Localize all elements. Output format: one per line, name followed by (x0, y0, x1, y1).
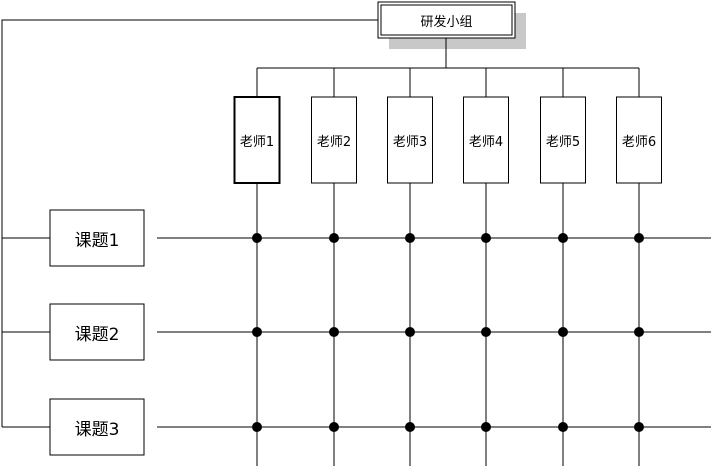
intersection-dot (252, 233, 262, 243)
intersection-dot (481, 422, 491, 432)
topic-group (2, 209, 711, 456)
intersection-dot (329, 422, 339, 432)
teacher-box (616, 96, 662, 184)
teacher-box (463, 96, 509, 184)
intersection-dot (405, 327, 415, 337)
intersection-dot (481, 327, 491, 337)
intersection-dot (558, 327, 568, 337)
teacher-label: 老师1 (239, 134, 275, 150)
intersection-dot (481, 233, 491, 243)
teacher-label: 老师4 (468, 134, 504, 150)
teacher-label: 老师6 (621, 134, 657, 150)
teacher-label: 老师2 (316, 134, 352, 150)
intersection-dot (634, 327, 644, 337)
root-box-inner (380, 4, 513, 36)
intersection-dot (558, 233, 568, 243)
teacher-box (387, 96, 433, 184)
topic-label: 课题2 (74, 324, 120, 345)
intersection-dot (405, 422, 415, 432)
intersection-dots (252, 233, 644, 432)
topic-box (49, 303, 145, 361)
teacher-box (233, 96, 281, 184)
intersection-dot (405, 233, 415, 243)
teacher-label: 老师3 (392, 134, 428, 150)
root-label: 研发小组 (420, 14, 473, 30)
topic-label: 课题1 (74, 230, 120, 251)
intersection-dot (252, 422, 262, 432)
intersection-dot (634, 233, 644, 243)
teacher-label: 老师5 (545, 134, 581, 150)
teacher-box (311, 96, 357, 184)
intersection-dot (558, 422, 568, 432)
topic-label: 课题3 (74, 419, 120, 440)
intersection-dot (252, 327, 262, 337)
intersection-dot (329, 327, 339, 337)
teacher-group (233, 68, 662, 466)
teacher-box (540, 96, 586, 184)
root-box (377, 1, 516, 39)
intersection-dot (329, 233, 339, 243)
topic-box (49, 209, 145, 267)
root-left-connector (1, 19, 378, 427)
intersection-dot (634, 422, 644, 432)
topic-box (49, 398, 145, 456)
